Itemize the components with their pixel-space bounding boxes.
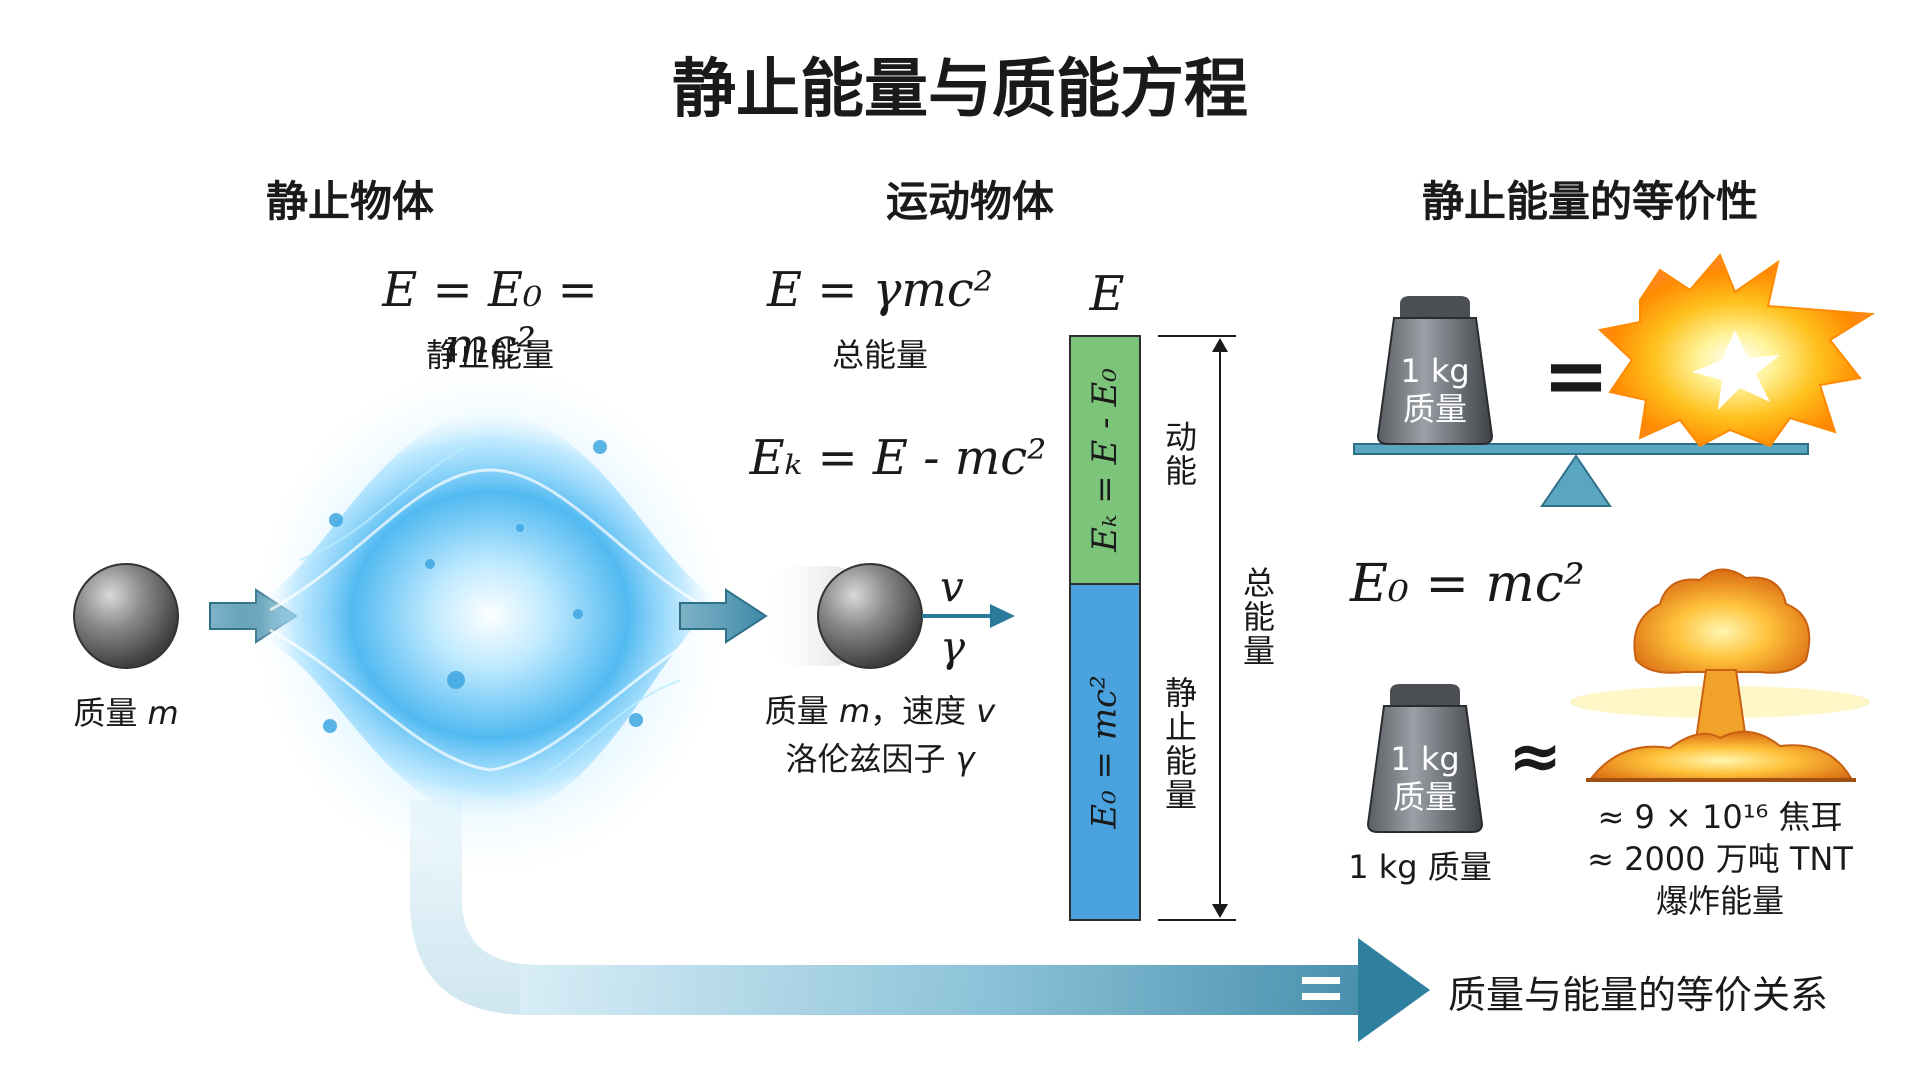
kinetic-segment-label-box: Eₖ = E - E₀ — [1070, 336, 1140, 584]
scale-beam — [1353, 443, 1809, 455]
energy-wave-shape — [260, 410, 720, 820]
energy-bubble — [573, 609, 583, 619]
velocity-symbol: v — [940, 562, 964, 611]
moving-caption-lorentz-text: 洛伦兹因子 — [785, 740, 956, 778]
moving-caption-velocity-symbol: v — [976, 692, 996, 730]
kinetic-energy-segment — [1069, 335, 1141, 585]
total-bracket-arrow-down — [1212, 904, 1228, 918]
energy-wave-line — [489, 679, 681, 796]
moving-mass-sphere — [817, 563, 923, 669]
rest-energy-segment — [1069, 583, 1141, 921]
moving-caption-lorentz-symbol: γ — [955, 740, 975, 778]
section-title-moving: 运动物体 — [885, 177, 1054, 226]
weight-1-text: 质量 — [1402, 390, 1467, 428]
weight-2-label: 1 kg 质量 — [1368, 740, 1482, 816]
moving-caption-line-1: 质量 m，速度 v — [740, 686, 1020, 732]
arrow-energy-to-moving — [679, 588, 768, 644]
mushroom-cap — [1633, 568, 1811, 674]
bottom-caption: 质量与能量的等价关系 — [1448, 973, 1829, 1017]
energy-wave-line — [269, 468, 711, 612]
mushroom-base — [1587, 730, 1854, 781]
rest-energy-formula: E = E₀ = mc² — [382, 262, 598, 374]
rest-segment-label: E₀ = mc² — [1085, 675, 1125, 829]
energy-tnt: ≈ 2000 万吨 TNT — [1587, 840, 1853, 878]
energy-bubble — [447, 671, 465, 689]
explosion-core — [1692, 330, 1780, 410]
weight-1-mass: 1 kg — [1400, 352, 1470, 390]
kinetic-segment-label: Eₖ = E - E₀ — [1085, 368, 1126, 552]
energy-bubble — [516, 524, 524, 532]
rest-mass-label: 质量 m — [56, 688, 196, 734]
total-bracket-arrow-up — [1212, 338, 1228, 352]
weight-1kg-body — [1376, 317, 1494, 445]
flow-equals-bottom — [1302, 993, 1340, 1000]
kinetic-energy-formula: Eₖ = E - mc² — [749, 430, 1047, 486]
velocity-arrow-head — [990, 604, 1015, 628]
total-side-label: 总能量 — [1238, 566, 1276, 668]
section-title-equivalence: 静止能量的等价性 — [1421, 177, 1758, 226]
mushroom-stem — [1694, 669, 1748, 741]
rest-segment-label-box: E₀ = mc² — [1070, 584, 1140, 920]
energy-bubble — [425, 559, 435, 569]
energy-wave-line — [299, 439, 491, 561]
page-title: 静止能量与质能方程 — [672, 53, 1248, 127]
energy-bar-top-label: E — [1089, 266, 1125, 322]
weight-2-text: 质量 — [1392, 778, 1457, 816]
gamma-symbol: γ — [940, 622, 966, 671]
equivalence-formula: E₀ = mc² — [1350, 554, 1585, 614]
scale-fulcrum — [1540, 454, 1612, 507]
flow-band-horizontal — [520, 965, 1370, 1015]
ground-line — [1586, 778, 1856, 782]
rest-energy-label: 静止能量 — [425, 336, 554, 374]
kinetic-side-label: 动能 — [1160, 420, 1198, 488]
moving-caption-line-2: 洛伦兹因子 γ — [740, 734, 1020, 780]
energy-bubble — [593, 440, 607, 454]
energy-equivalent-block: ≈ 9 × 10¹⁶ 焦耳 ≈ 2000 万吨 TNT 爆炸能量 — [1580, 796, 1860, 922]
energy-wave-line — [269, 628, 711, 772]
weight-caption: 1 kg 质量 — [1348, 848, 1492, 886]
energy-bubble — [629, 713, 643, 727]
flow-equals-top — [1302, 977, 1340, 984]
weight-1kg-body — [1366, 705, 1484, 833]
moving-caption-mass-text: 质量 — [764, 692, 839, 730]
weight-1kg-top — [1390, 684, 1460, 708]
approx-sign: ≈ — [1508, 720, 1562, 794]
equals-sign: = — [1542, 329, 1610, 422]
energy-bubble — [323, 719, 337, 733]
flow-arrow-head — [1358, 938, 1430, 1042]
moving-caption-mass-symbol: m — [838, 692, 871, 730]
energy-joules: ≈ 9 × 10¹⁶ 焦耳 — [1597, 798, 1843, 836]
moving-caption-velocity-text: ，速度 — [870, 692, 977, 730]
rest-mass-label-text: 质量 — [73, 694, 138, 732]
rest-mass-sphere — [73, 563, 179, 669]
energy-bubble — [329, 513, 343, 527]
total-energy-formula: E = γmc² — [766, 262, 994, 318]
weight-2-mass: 1 kg — [1390, 740, 1460, 778]
weight-1-label: 1 kg 质量 — [1378, 352, 1492, 428]
total-energy-label: 总能量 — [831, 336, 928, 374]
rest-mass-symbol: m — [147, 694, 179, 732]
section-title-rest: 静止物体 — [265, 177, 434, 226]
energy-explosion: 爆炸能量 — [1655, 882, 1784, 920]
rest-side-label: 静止能量 — [1160, 676, 1198, 812]
weight-1kg-top — [1400, 296, 1470, 320]
